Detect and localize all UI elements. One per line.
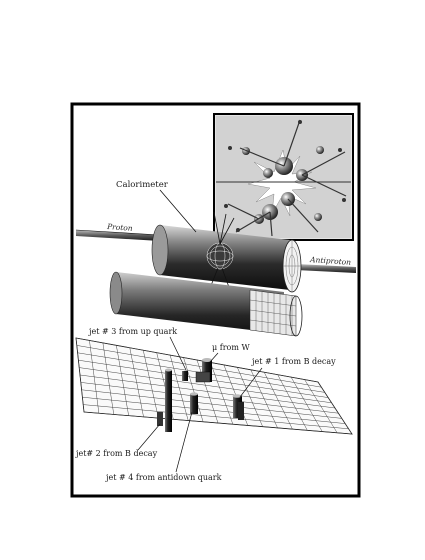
antiproton-beam	[296, 264, 356, 273]
energy-towers	[157, 358, 244, 432]
tower-jet-2	[157, 368, 172, 432]
calorimeter-lower	[109, 271, 303, 337]
lego-grid-lines	[75, 337, 353, 435]
jet-1-label: jet # 1 from B decay	[251, 357, 336, 366]
proton-beam	[75, 229, 161, 241]
tower-jet-1	[232, 394, 244, 420]
muon-label: μ from W	[212, 343, 250, 352]
jet-2-label: jet# 2 from B decay	[75, 449, 158, 458]
tower-jet-4	[190, 392, 198, 414]
tower-muon	[195, 358, 212, 383]
tower-jet-3	[182, 371, 188, 381]
proton-label: Proton	[106, 222, 133, 233]
interaction-mesh	[206, 242, 234, 270]
jet-4-label: jet # 4 from antidown quark	[105, 473, 222, 482]
jet-3-label: jet # 3 from up quark	[88, 327, 177, 336]
antiproton-label: Antiproton	[309, 255, 352, 267]
collision-inset	[213, 113, 354, 241]
calorimeter-label: Calorimeter	[116, 180, 169, 190]
